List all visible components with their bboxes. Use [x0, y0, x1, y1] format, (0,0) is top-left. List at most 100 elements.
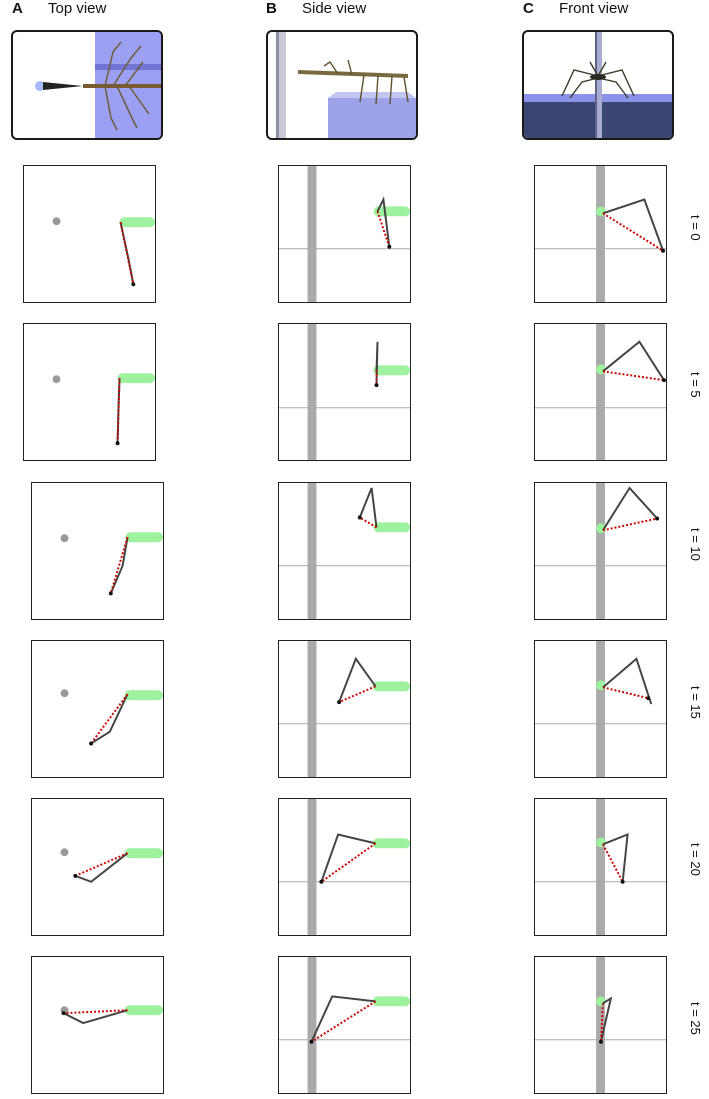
- time-label-t25: t = 25: [688, 1002, 703, 1035]
- side-view-thumbnail: [266, 30, 418, 140]
- limb-tip: [599, 1039, 603, 1044]
- body-marker: [373, 365, 410, 376]
- limb-segments: [63, 1009, 128, 1025]
- column-letter: B: [266, 0, 277, 17]
- body-marker: [372, 996, 410, 1007]
- limb-segments: [320, 833, 376, 883]
- top-view-panel-t5: [23, 323, 156, 461]
- body-marker: [372, 681, 410, 692]
- column-header-side-view: B Side view: [266, 0, 366, 20]
- front-view-panel-t25: [534, 956, 667, 1094]
- front-view-panel-t5: [534, 323, 667, 461]
- pole: [307, 641, 317, 777]
- limb-segments: [602, 832, 629, 882]
- column-title: Side view: [302, 0, 367, 17]
- target-line: [602, 517, 658, 532]
- target-line: [63, 1009, 128, 1015]
- body-marker: [124, 690, 163, 701]
- limb-tip: [73, 873, 78, 878]
- target-dot: [60, 689, 69, 698]
- pole: [596, 166, 605, 302]
- body-marker: [372, 838, 410, 849]
- limb-segments: [74, 852, 129, 883]
- front-view-thumbnail: [522, 30, 674, 140]
- time-label-t5: t = 5: [688, 372, 703, 398]
- target-dot: [52, 375, 61, 384]
- column-title: Front view: [559, 0, 629, 17]
- column-letter: C: [523, 0, 534, 17]
- body-marker: [373, 206, 410, 217]
- body-marker: [124, 1005, 163, 1016]
- limb-tip: [115, 441, 120, 446]
- top-view-panel-t15: [31, 640, 164, 778]
- top-view-panel-t25: [31, 956, 164, 1094]
- limb-tip: [319, 879, 324, 884]
- target-line: [119, 221, 135, 285]
- top-view-panel-t0: [23, 165, 156, 303]
- limb-tip: [131, 282, 136, 287]
- column-title: Top view: [48, 0, 107, 17]
- column-letter: A: [12, 0, 23, 17]
- limb-tip: [89, 741, 94, 746]
- time-label-t20: t = 20: [688, 843, 703, 876]
- top-view-thumbnail: [11, 30, 163, 140]
- limb-tip: [357, 515, 362, 520]
- column-header-front-view: C Front view: [523, 0, 628, 20]
- limb-segments: [376, 196, 391, 247]
- pole: [307, 799, 317, 935]
- body-marker: [596, 837, 606, 848]
- target-line: [90, 693, 129, 745]
- limb-tip: [661, 248, 666, 253]
- top-view-panel-t10: [31, 482, 164, 620]
- pole: [596, 957, 605, 1093]
- side-view-panel-t25: [278, 956, 411, 1094]
- body-marker: [117, 373, 155, 384]
- time-label-t15: t = 15: [688, 686, 703, 719]
- limb-tip: [620, 879, 625, 884]
- body-marker: [373, 522, 410, 533]
- limb-segments: [602, 340, 665, 381]
- body-marker: [596, 206, 606, 217]
- limb-tip: [309, 1039, 314, 1044]
- front-view-panel-t0: [534, 165, 667, 303]
- column-header-top-view: A Top view: [12, 0, 106, 20]
- side-view-panel-t15: [278, 640, 411, 778]
- time-label-t10: t = 10: [688, 528, 703, 561]
- body-marker: [125, 532, 163, 543]
- target-line: [602, 370, 665, 382]
- side-view-panel-t0: [278, 165, 411, 303]
- target-line: [320, 842, 377, 883]
- body-marker: [119, 217, 155, 228]
- target-line: [310, 1000, 377, 1043]
- target-line: [600, 1003, 604, 1042]
- body-marker: [124, 848, 163, 859]
- front-view-panel-t20: [534, 798, 667, 936]
- pole: [307, 166, 317, 302]
- limb-tip: [646, 696, 651, 701]
- target-dot: [52, 217, 61, 226]
- front-view-panel-t15: [534, 640, 667, 778]
- target-line: [359, 516, 378, 529]
- side-view-panel-t10: [278, 482, 411, 620]
- limb-tip: [108, 591, 113, 596]
- pole: [596, 799, 605, 935]
- limb-tip: [662, 378, 666, 383]
- limb-segments: [600, 996, 613, 1042]
- target-line: [338, 685, 376, 704]
- limb-tip: [655, 516, 660, 521]
- target-line: [116, 378, 121, 444]
- limb-tip: [374, 383, 379, 388]
- limb-tip: [61, 1011, 66, 1016]
- limb-tip: [387, 244, 392, 249]
- pole: [307, 483, 317, 619]
- time-label-t0: t = 0: [688, 215, 703, 241]
- limb-segments: [90, 693, 129, 745]
- pole: [596, 641, 605, 777]
- target-line: [602, 686, 649, 700]
- target-dot: [60, 848, 69, 857]
- pole: [596, 483, 605, 619]
- limb-segments: [358, 487, 378, 528]
- limb-segments: [109, 537, 129, 594]
- pole: [596, 324, 605, 460]
- limb-segments: [338, 656, 377, 703]
